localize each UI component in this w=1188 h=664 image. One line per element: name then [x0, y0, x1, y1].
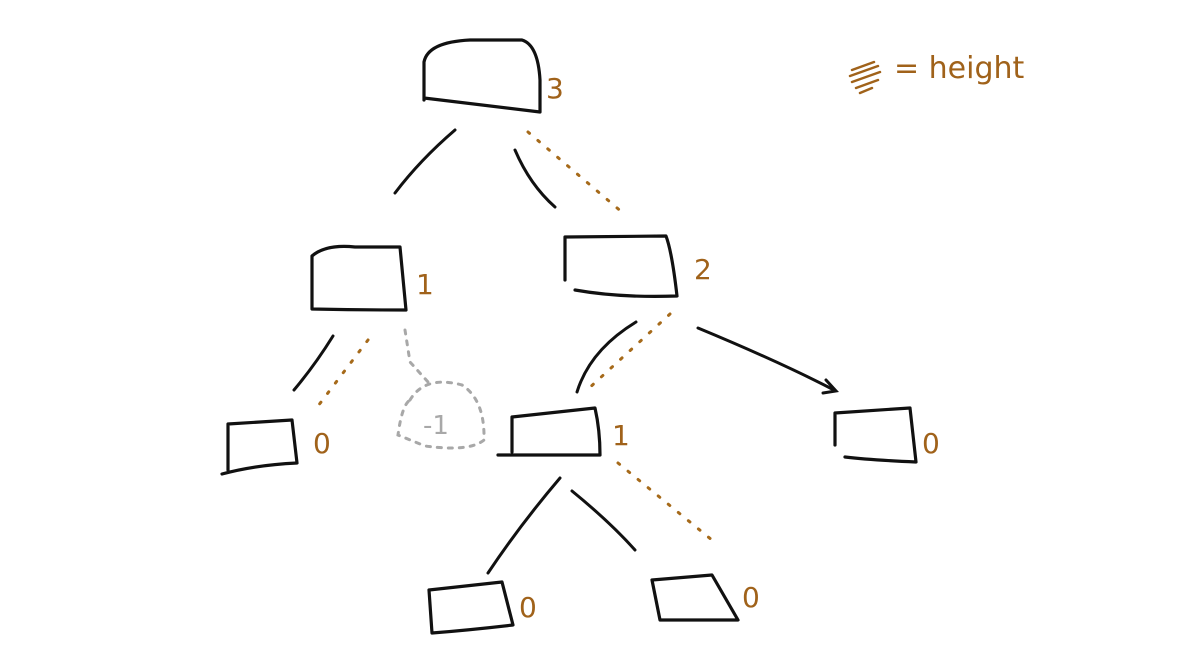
height-path-right — [585, 312, 672, 392]
edge-right-right-arrow — [821, 378, 839, 395]
height-paths — [313, 130, 720, 547]
height-label-rightleft: 1 — [612, 419, 630, 452]
legend-swatch-icon — [848, 60, 882, 95]
null-node-outline — [396, 380, 486, 450]
node-left — [310, 244, 408, 312]
node-rightleftleft — [427, 580, 515, 635]
tree-edges — [292, 128, 839, 575]
height-path-rightleft — [616, 461, 720, 547]
edge-root-right — [513, 148, 557, 209]
node-rightleftright — [650, 573, 740, 622]
edge-root-left — [393, 128, 457, 195]
null-edge — [403, 328, 430, 384]
edge-rightleft-leftchild — [486, 476, 562, 575]
edge-right-rightright — [696, 326, 836, 392]
height-label-right: 2 — [694, 253, 712, 286]
edge-rightleft-rightchild — [570, 489, 637, 552]
height-label-left: 1 — [416, 268, 434, 301]
height-label-leftleft: 0 — [313, 427, 331, 460]
node-root — [422, 38, 542, 114]
node-rightleft — [496, 406, 602, 457]
edge-left-leftleft — [292, 334, 335, 392]
edge-right-rightleft — [575, 320, 638, 394]
node-leftleft — [220, 418, 299, 476]
height-labels: 3 1 2 0 -1 1 0 0 0 — [313, 72, 940, 624]
height-label-null: -1 — [423, 411, 449, 441]
height-label-rightleftleft: 0 — [519, 591, 537, 624]
height-label-root: 3 — [546, 72, 564, 105]
height-label-rightleftright: 0 — [742, 581, 760, 614]
null-child — [396, 328, 486, 450]
node-rightright — [833, 406, 918, 464]
height-path-root — [526, 130, 625, 215]
legend-label: = height — [894, 51, 1025, 86]
height-label-rightright: 0 — [922, 427, 940, 460]
height-path-left — [313, 338, 370, 412]
legend: = height — [848, 51, 1025, 95]
node-right — [563, 234, 679, 298]
tree-nodes — [220, 38, 918, 635]
